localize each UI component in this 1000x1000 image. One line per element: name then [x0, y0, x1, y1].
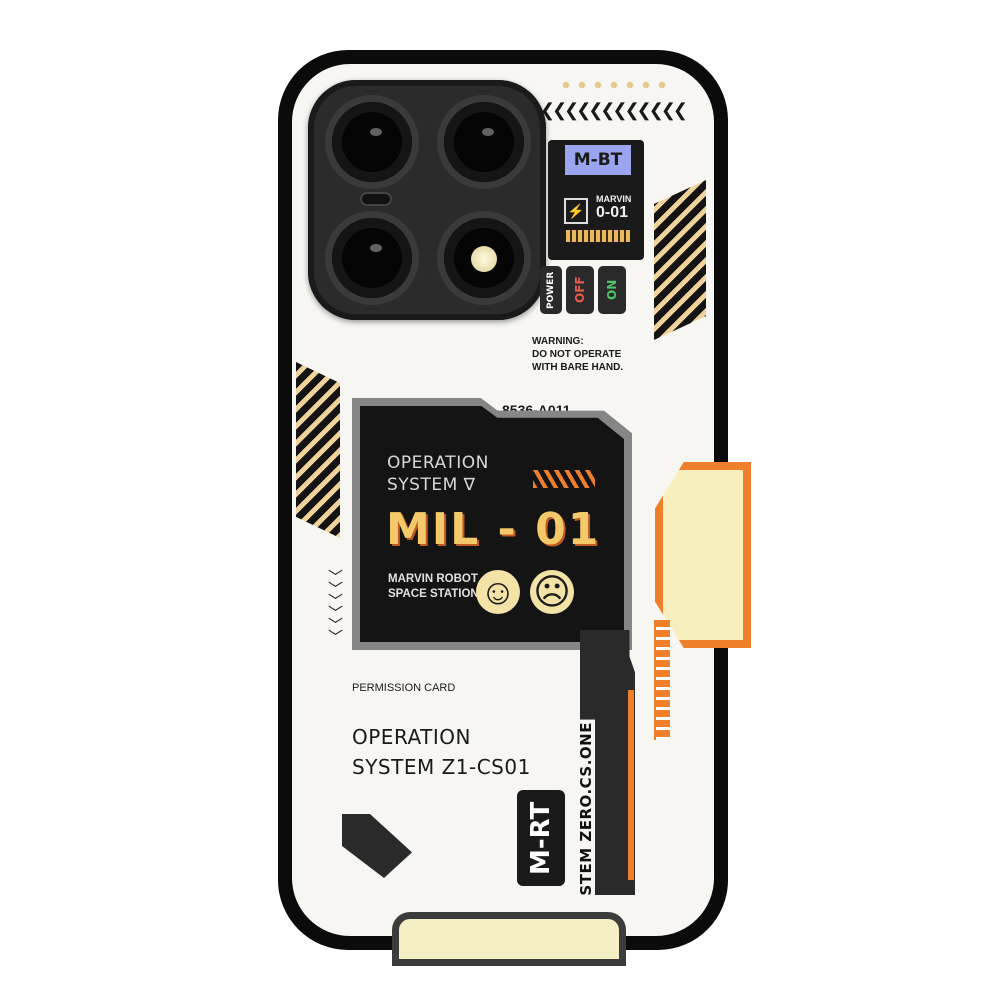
- camera-lens-top-left: [332, 102, 412, 182]
- operation-system-title: OPERATION SYSTEM ∇: [387, 453, 489, 495]
- flash-icon: [471, 246, 497, 272]
- hazard-stripes-left: [296, 362, 340, 538]
- happy-face-icon: ☺: [476, 570, 520, 614]
- marvin-label: MARVIN: [596, 194, 632, 204]
- camera-lens-bottom-left: [332, 218, 412, 298]
- operation-system-code: OPERATION SYSTEM Z1-CS01: [352, 725, 531, 779]
- mil-01-title: MIL - 01: [386, 504, 601, 555]
- sad-face-icon: ☹: [530, 570, 574, 614]
- power-switch: POWER: [540, 266, 562, 314]
- on-switch: ON: [598, 266, 626, 314]
- permission-card-label: PERMISSION CARD: [352, 682, 456, 694]
- warning-text: WARNING: DO NOT OPERATE WITH BARE HAND.: [532, 336, 624, 373]
- led-strip: [566, 230, 630, 242]
- lightning-bolt-icon: ⚡: [564, 198, 588, 224]
- station-subtitle: MARVIN ROBOT SPACE STATION: [388, 573, 479, 600]
- level-meter: [654, 620, 670, 740]
- camera-lens-top-right: [444, 102, 524, 182]
- microphone-slot: [362, 194, 390, 204]
- orange-accent-line: [628, 690, 634, 880]
- stem-zero-text: STEM ZERO.CS.ONE: [577, 720, 595, 898]
- marvin-code: 0-01: [596, 204, 629, 221]
- hexagon-panel: [655, 462, 751, 648]
- off-switch: OFF: [566, 266, 594, 314]
- mbt-label: M-BT: [565, 145, 631, 175]
- chevron-row: ❮❮❮❮❮❮❮❮❮❮❮❮: [540, 100, 688, 120]
- mrt-side-label: M-RT: [517, 790, 565, 886]
- orange-stripes: [533, 470, 595, 488]
- indicator-dots: [558, 80, 670, 90]
- chevron-column: ﹀ ﹀ ﹀ ﹀ ﹀ ﹀: [328, 569, 344, 646]
- bottom-yellow-tab: [392, 912, 626, 966]
- hazard-stripes-right-top: [654, 180, 706, 340]
